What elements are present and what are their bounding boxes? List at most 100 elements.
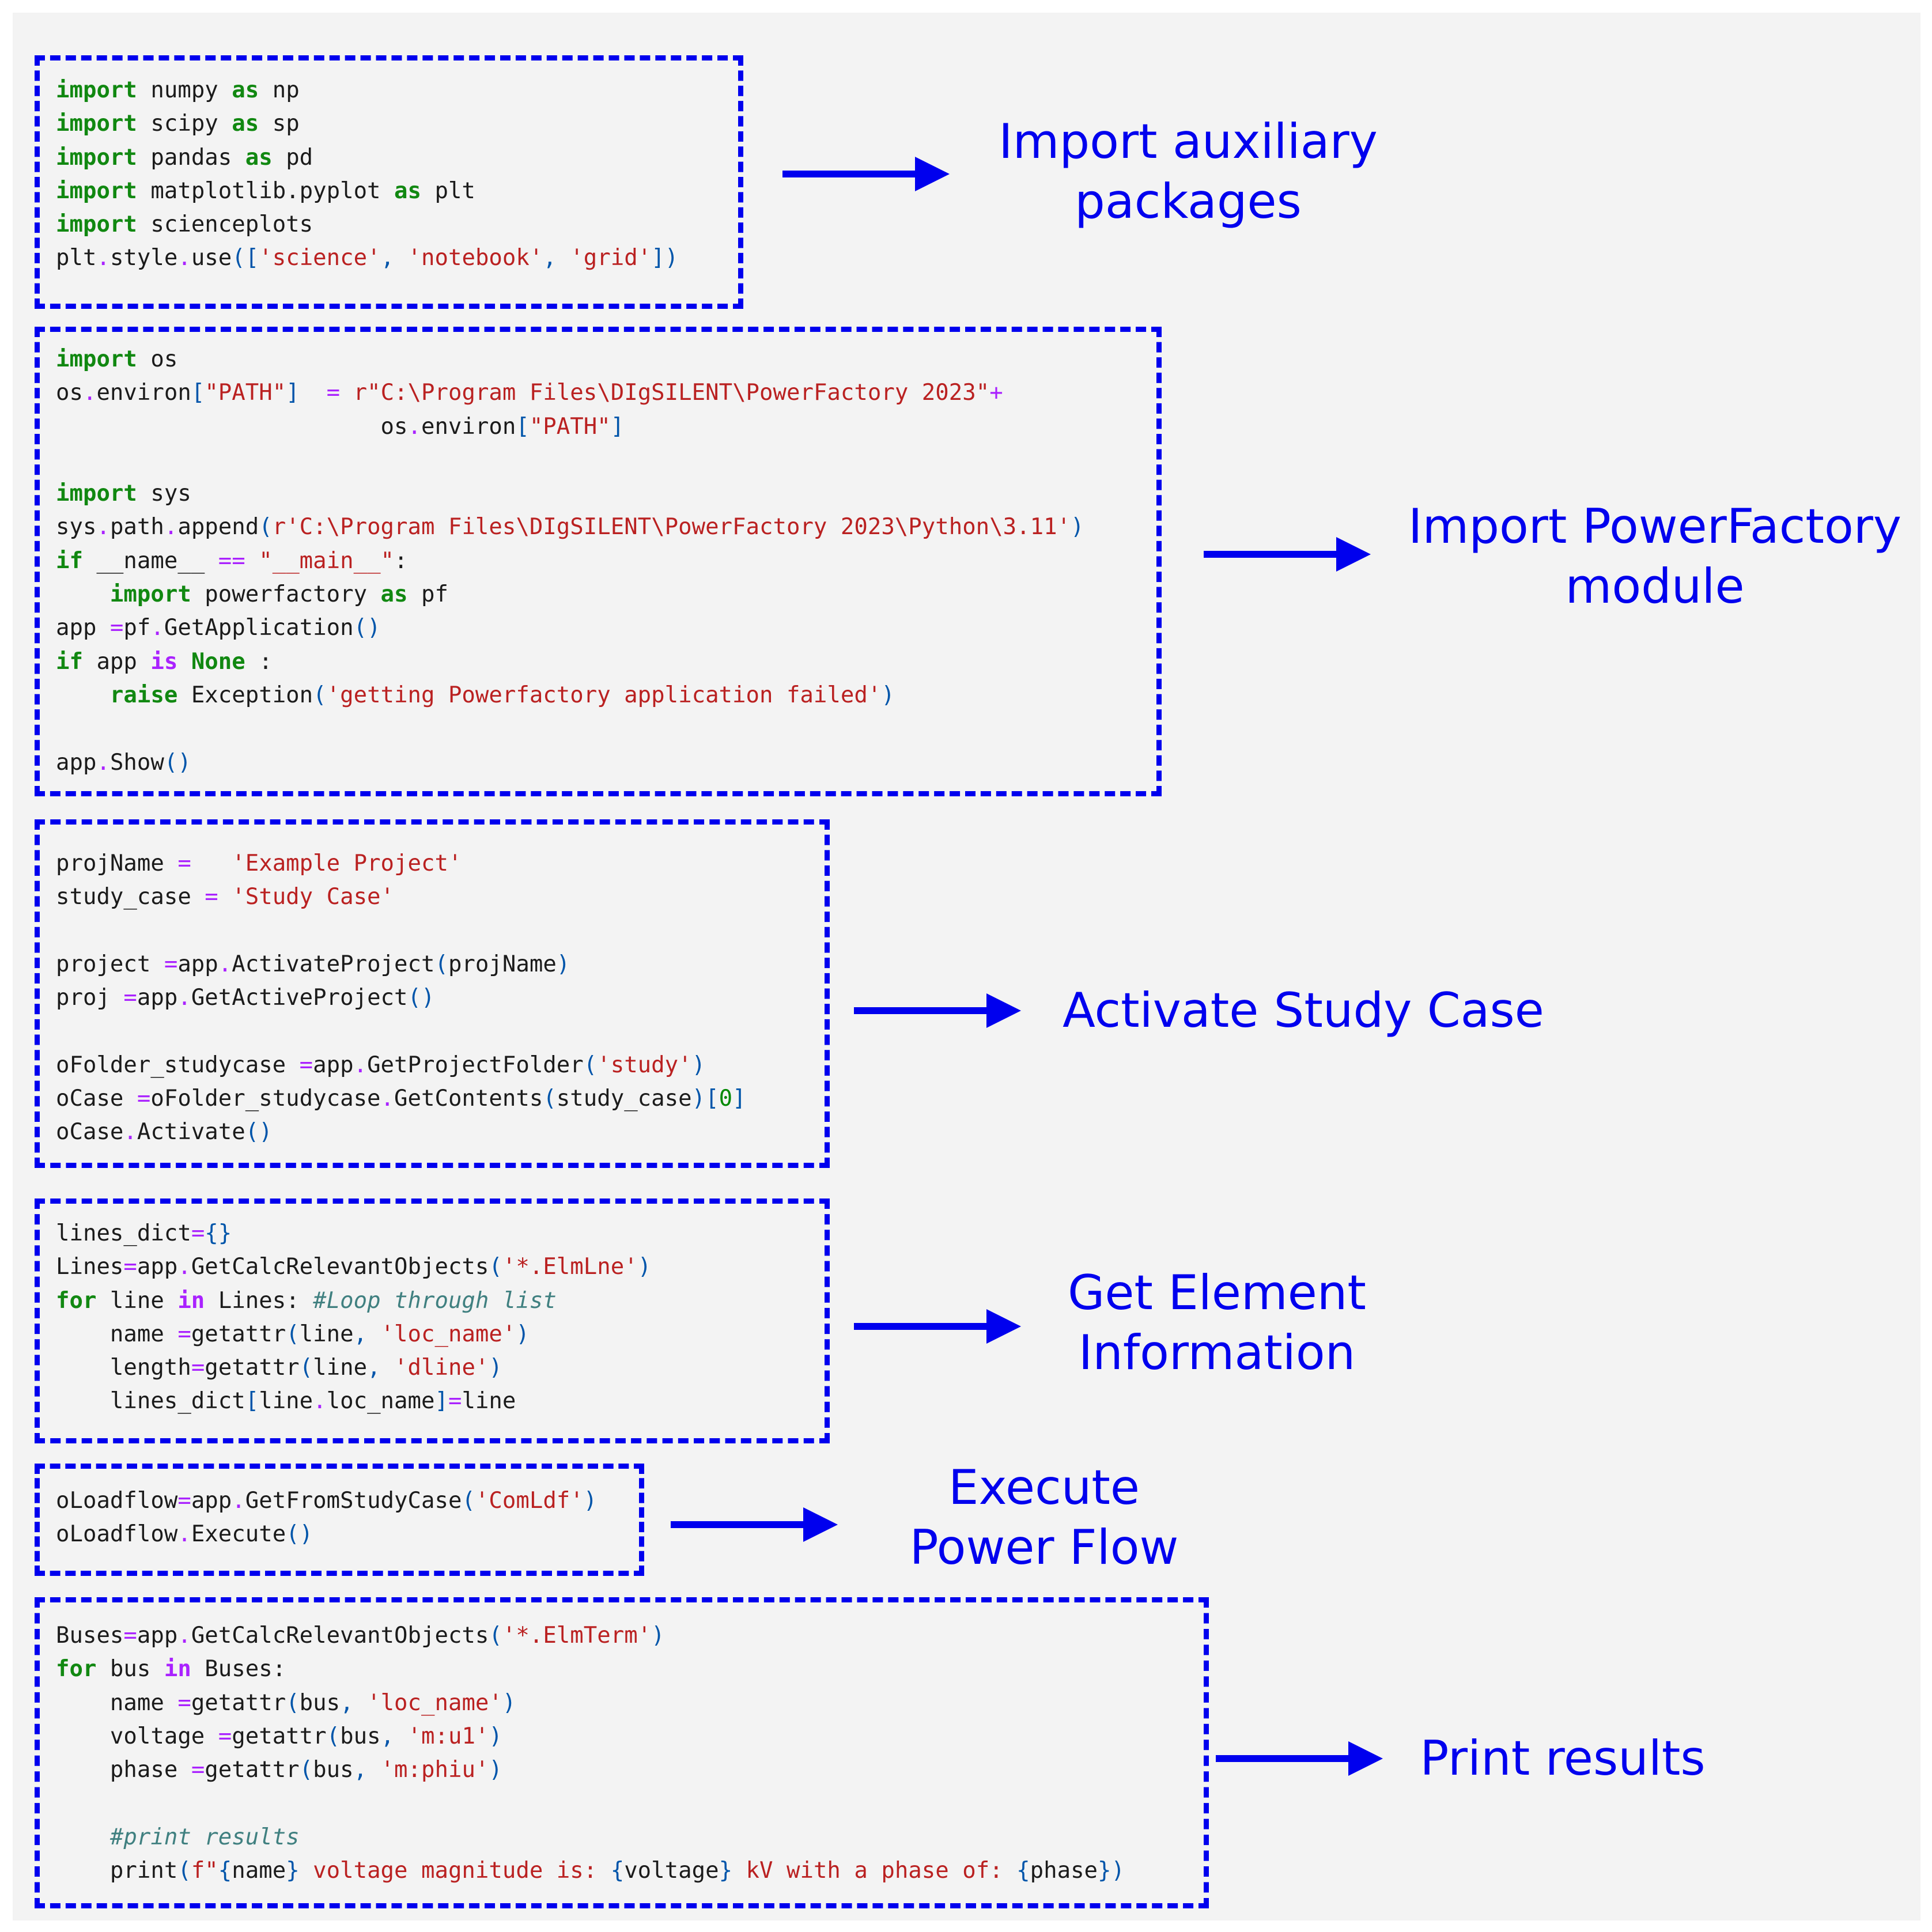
code-token: voltage <box>624 1858 719 1884</box>
code-token-op: = <box>164 951 178 977</box>
code-token: app <box>137 1623 178 1649</box>
code-token-kw: if <box>56 648 97 675</box>
code-get-element-info: lines_dict={}Lines=app.GetCalcRelevantOb… <box>56 1217 651 1419</box>
code-token-str: 'grid' <box>570 245 652 271</box>
code-token-br: [ <box>245 1388 259 1415</box>
code-token-kw: import <box>109 581 205 608</box>
code-token-op: . <box>82 380 97 406</box>
code-token: oCase <box>56 1086 137 1112</box>
code-token-op: . <box>150 615 164 641</box>
code-token-op: == <box>218 547 259 574</box>
code-token-br: ) <box>583 1488 598 1514</box>
code-token: bus <box>340 1723 381 1749</box>
code-token-str: '*.ElmLne' <box>502 1254 638 1280</box>
code-token: name <box>232 1858 286 1884</box>
code-token-str: 'Example Project' <box>232 850 462 876</box>
label-line: Execute <box>948 1460 1140 1515</box>
code-token-br: ) <box>502 1689 516 1716</box>
code-token-br: ] <box>286 380 300 406</box>
code-token: app <box>56 749 97 776</box>
code-line: plt.style.use(['science', 'notebook', 'g… <box>56 241 678 275</box>
code-line: import scienceplots <box>56 208 678 241</box>
code-token-op: = <box>177 1321 191 1347</box>
code-token-str: r"C:\Program Files\DIgSILENT\PowerFactor… <box>353 380 990 406</box>
code-token-opb: in <box>164 1656 205 1683</box>
code-token: voltage <box>56 1723 218 1749</box>
code-token-str: "PATH" <box>529 413 611 440</box>
code-token-br: ( <box>583 1052 598 1078</box>
code-token-br: } <box>286 1858 300 1884</box>
code-block-import-packages <box>35 55 743 309</box>
code-token-str: 'science' <box>259 245 381 271</box>
code-token: app <box>137 1254 178 1280</box>
code-token: GetContents <box>394 1086 543 1112</box>
code-token-br: ) <box>651 1623 665 1649</box>
label-line: Import auxiliary <box>999 114 1378 169</box>
code-line <box>56 444 1084 477</box>
code-token: getattr <box>232 1723 327 1749</box>
code-token-num: 0 <box>719 1086 733 1112</box>
code-block-get-element-info <box>35 1198 830 1443</box>
code-token-str: voltage magnitude is: <box>299 1858 611 1884</box>
code-token-op: = <box>448 1388 462 1415</box>
code-token-kw: as <box>394 177 435 204</box>
code-token: scipy <box>150 111 232 137</box>
code-token: oLoadflow <box>56 1521 178 1548</box>
code-line: lines_dict={} <box>56 1217 651 1250</box>
code-token: np <box>272 77 300 103</box>
code-token: phase <box>56 1757 191 1783</box>
code-token-op: = <box>177 1488 191 1514</box>
code-token-op: . <box>177 1254 191 1280</box>
code-token-kw: import <box>56 481 151 507</box>
code-token-br: ) <box>489 1355 502 1381</box>
code-token-kw: raise <box>109 682 191 708</box>
code-line: import numpy as np <box>56 74 678 107</box>
code-token-op: = <box>177 1689 191 1716</box>
code-line: import os <box>56 343 1084 376</box>
code-token-br: ( <box>259 514 273 540</box>
arrow-right-icon <box>854 993 1027 1028</box>
code-line: for line in Lines: #Loop through list <box>56 1284 651 1318</box>
code-token-br: ( <box>489 1623 502 1649</box>
code-token: style <box>109 245 178 271</box>
arrow-right-icon <box>671 1507 844 1542</box>
code-token-br: {} <box>205 1220 232 1246</box>
code-token: length <box>56 1355 191 1381</box>
code-token-op: = <box>123 1623 137 1649</box>
code-token <box>56 1824 110 1850</box>
code-token-br: ) <box>881 682 895 708</box>
code-token: proj <box>56 985 124 1011</box>
code-token-br: ) <box>556 951 570 977</box>
code-token-op: = <box>299 1052 313 1078</box>
code-token-br: { <box>610 1858 625 1884</box>
code-token: plt <box>56 245 97 271</box>
code-token-kw: import <box>56 111 151 137</box>
arrow-right-icon <box>854 1309 1027 1344</box>
code-line: if app is None : <box>56 645 1084 679</box>
code-token: name <box>56 1321 178 1347</box>
code-token: loc_name <box>326 1388 435 1415</box>
code-token: line <box>313 1355 368 1381</box>
code-line: import sys <box>56 477 1084 511</box>
label-line: module <box>1565 558 1745 614</box>
code-line: oLoadflow=app.GetFromStudyCase('ComLdf') <box>56 1484 597 1518</box>
code-token-br: ) <box>1071 514 1084 540</box>
code-line <box>56 1787 1125 1820</box>
code-token: app <box>177 951 218 977</box>
code-line: os.environ["PATH"] <box>56 410 1084 444</box>
label-line: Information <box>1078 1325 1356 1381</box>
code-token-op: . <box>407 413 421 440</box>
code-token: Buses <box>56 1623 124 1649</box>
code-token-op: = <box>123 985 137 1011</box>
code-token-br: () <box>407 985 435 1011</box>
code-line: phase =getattr(bus, 'm:phiu') <box>56 1753 1125 1787</box>
code-token-op: = <box>326 380 354 406</box>
code-line: projName = 'Example Project' <box>56 847 746 880</box>
code-token: GetProjectFolder <box>367 1052 584 1078</box>
code-token: append <box>177 514 259 540</box>
code-line: import powerfactory as pf <box>56 578 1084 611</box>
code-token-br: () <box>353 615 381 641</box>
code-token-br: ( <box>177 1858 191 1884</box>
code-token-str: '*.ElmTerm' <box>502 1623 652 1649</box>
code-token: app <box>96 648 151 675</box>
